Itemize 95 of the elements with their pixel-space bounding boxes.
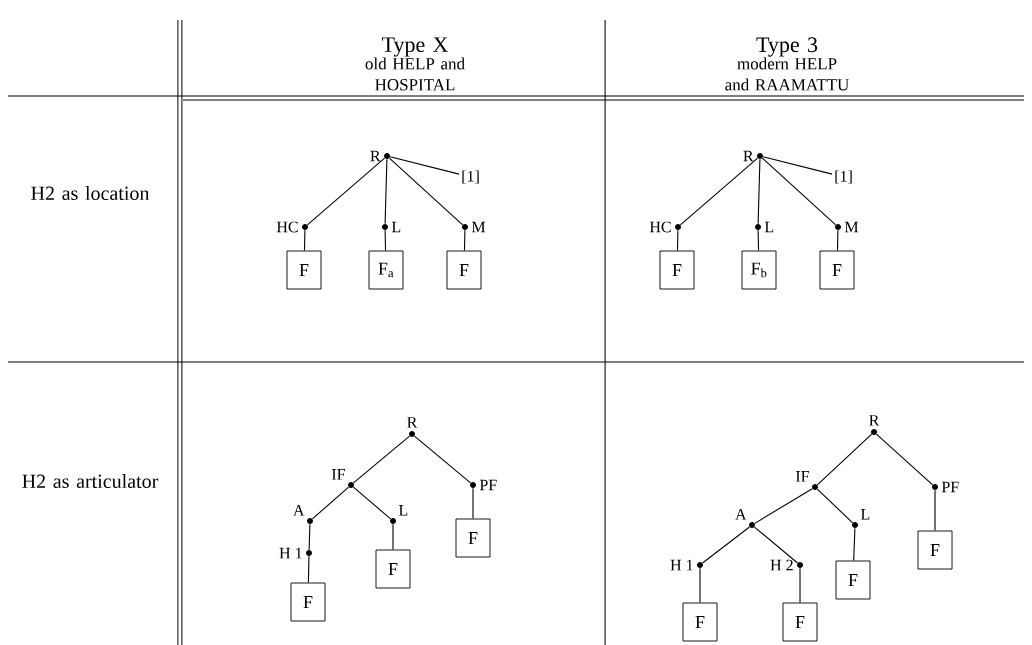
tree-node: H 1	[279, 547, 312, 559]
bracket-label: [1]	[835, 170, 852, 184]
branch-line	[702, 526, 750, 564]
tree-node: HC	[276, 221, 308, 233]
node-label: L	[764, 221, 774, 233]
node-label: A	[293, 504, 305, 516]
column-heading: Type X	[381, 37, 449, 57]
feature-box: F	[819, 250, 855, 290]
node-label: H 2	[770, 559, 793, 571]
branch-line	[762, 156, 833, 175]
feature-box: F$_{a}$	[368, 250, 404, 290]
feature-box: F	[682, 602, 718, 642]
node-label: M	[844, 221, 859, 233]
tree-node: IF	[331, 469, 354, 488]
feature-box: F	[917, 530, 953, 570]
feature-box: F	[446, 250, 482, 290]
branch-line	[757, 229, 760, 252]
branch-line	[308, 523, 311, 551]
node-label: IF	[331, 469, 345, 480]
row-heading: H2 as location	[31, 185, 150, 201]
tree-node: L	[390, 505, 408, 524]
node-label: HC	[276, 221, 298, 233]
branch-line	[753, 526, 799, 564]
node-label: L	[391, 221, 401, 233]
tree-node: H 2	[770, 559, 803, 571]
branch-line	[352, 486, 392, 520]
node-label: PF	[941, 481, 959, 493]
feature-box: F	[375, 549, 411, 589]
branch-line	[307, 555, 310, 584]
branch-line	[384, 158, 388, 225]
branch-line	[934, 489, 936, 532]
node-label: R	[869, 415, 880, 426]
branch-line	[389, 156, 460, 175]
tree-node: PF	[932, 481, 959, 493]
feature-box: F	[835, 560, 871, 600]
column-heading: modern HELP and RAAMATTU	[725, 57, 849, 91]
tree-node: M	[462, 221, 486, 233]
branch-line	[699, 567, 701, 604]
node-label: M	[471, 221, 486, 233]
branch-line	[679, 157, 759, 226]
node-label: R	[370, 150, 381, 162]
branch-line	[676, 229, 679, 252]
node-label: HC	[649, 221, 671, 233]
branch-line	[816, 488, 854, 524]
bracket-label: [1]	[462, 170, 479, 184]
node-label: IF	[795, 471, 809, 482]
feature-box: F	[659, 250, 695, 290]
tree-node: R	[370, 150, 390, 162]
tree-node: HC	[649, 221, 681, 233]
tree-node: R	[869, 415, 880, 435]
column-heading: Type 3	[756, 37, 818, 57]
column-heading: old HELP and HOSPITAL	[365, 57, 465, 91]
tree-node: L	[755, 221, 774, 233]
feature-box: F	[286, 250, 322, 290]
feature-box: F	[782, 602, 818, 642]
branch-line	[311, 486, 350, 520]
node-label: R	[407, 417, 418, 428]
node-label: A	[735, 508, 747, 520]
tree-node: IF	[795, 471, 818, 490]
node-label: R	[743, 150, 754, 162]
branch-line	[472, 487, 474, 520]
node-label: L	[398, 505, 408, 516]
branch-line	[388, 157, 464, 226]
node-label: L	[860, 509, 870, 520]
branch-line	[306, 157, 386, 226]
tree-node: H 1	[670, 559, 703, 571]
tree-node: R	[407, 417, 418, 437]
tree-node: PF	[470, 479, 497, 491]
node-label: H 1	[279, 547, 302, 559]
branch-line	[754, 488, 813, 524]
node-label: PF	[479, 479, 497, 491]
feature-box: F$_{b}$	[741, 250, 777, 290]
branch-line	[757, 158, 761, 225]
tree-node: A	[735, 509, 755, 528]
branch-line	[384, 229, 387, 252]
tree-node: L	[852, 509, 870, 528]
tree-node: M	[835, 221, 859, 233]
feature-box: F	[455, 518, 491, 558]
branch-line	[761, 157, 837, 226]
branch-line	[303, 229, 306, 252]
tree-node: R	[743, 150, 763, 162]
branch-line	[463, 229, 466, 252]
branch-line	[392, 523, 394, 551]
branch-line	[799, 567, 801, 604]
node-label: H 1	[670, 559, 693, 571]
tree-node: A	[293, 505, 313, 524]
tree-node: L	[382, 221, 401, 233]
feature-box: F	[290, 582, 326, 622]
branch-line	[413, 435, 472, 484]
branch-line	[853, 527, 856, 562]
branch-line	[816, 433, 873, 486]
branch-line	[875, 433, 934, 486]
branch-line	[352, 435, 411, 484]
branch-line	[836, 229, 839, 252]
row-heading: H2 as articulator	[22, 473, 159, 489]
